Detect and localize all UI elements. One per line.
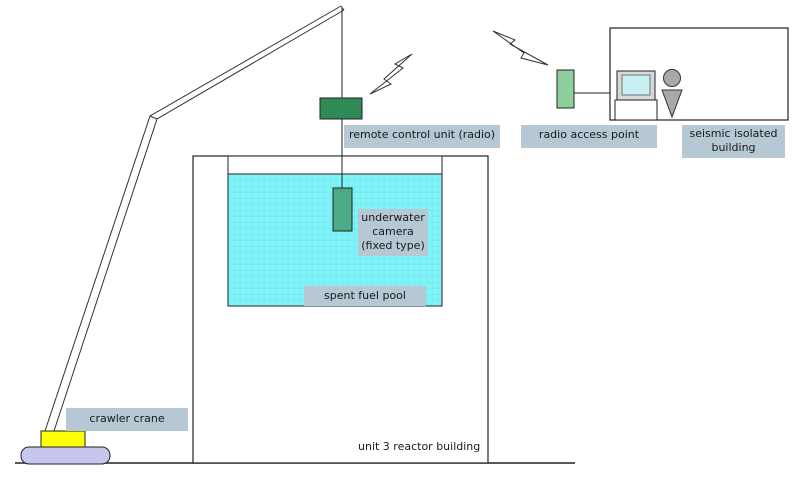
computer-monitor-icon [614, 70, 658, 121]
crawler-crane-label: crawler crane [66, 408, 188, 431]
radio-access-point-box [556, 69, 575, 109]
person-icon [661, 69, 683, 119]
seismic-building-label: seismic isolated building [682, 125, 785, 158]
radio-signal-icon [369, 53, 413, 95]
crawler-track [20, 446, 111, 465]
underwater-camera-label: underwater camera (fixed type) [358, 209, 428, 256]
underwater-camera-box [332, 187, 353, 232]
pool-rim [227, 155, 443, 175]
remote-control-unit-label: remote control unit (radio) [344, 125, 500, 148]
radio-signal-icon [492, 30, 549, 66]
radio-access-point-label: radio access point [521, 125, 657, 148]
remote-control-unit-box [319, 97, 363, 120]
crane-cab [40, 430, 86, 449]
reactor-building-label: unit 3 reactor building [358, 440, 481, 453]
spent-fuel-pool-label: spent fuel pool [304, 286, 426, 306]
